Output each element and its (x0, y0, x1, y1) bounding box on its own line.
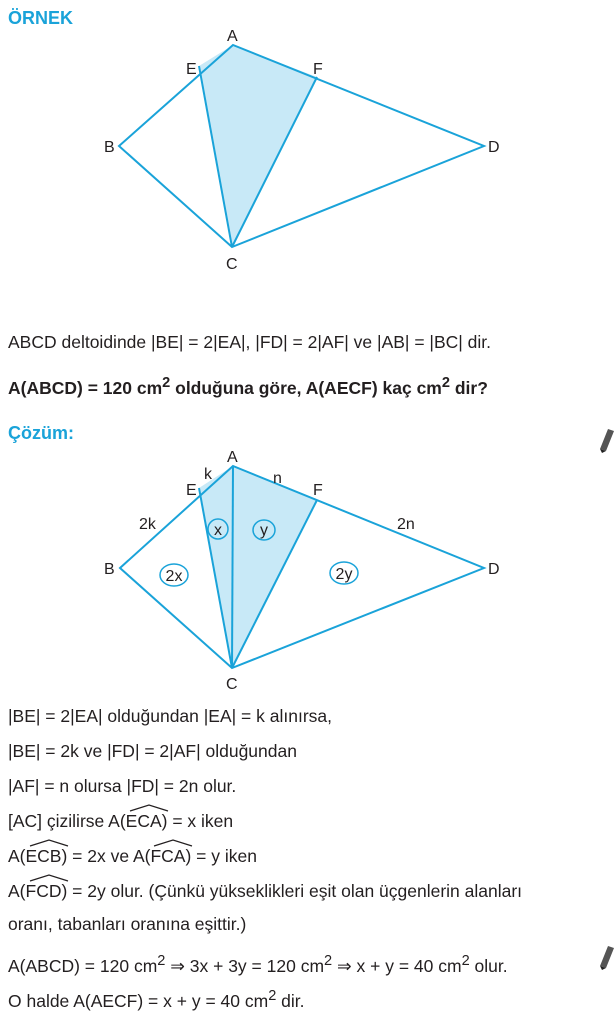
region-label-x: x (214, 522, 222, 539)
arc-notation: ECA (126, 804, 168, 831)
vertex-label-f: F (313, 61, 323, 78)
region-label-circle-2y (329, 561, 359, 585)
vertex-label-c: C (226, 676, 238, 693)
region-label-2y: 2y (336, 566, 353, 583)
region-label-circle-x (207, 518, 229, 540)
solution-line-9: O halde A(AECF) = x + y = 40 cm2 dir. (8, 988, 305, 1011)
region-label-circle-2x (159, 563, 189, 587)
solution-line-1: |BE| = 2|EA| olduğundan |EA| = k alınırs… (8, 706, 332, 726)
shaded-region-aecf (199, 466, 317, 668)
segment-ec (198, 487, 233, 669)
problem-statement: ABCD deltoidinde |BE| = 2|EA|, |FD| = 2|… (8, 332, 492, 352)
arc-hat-icon (154, 839, 193, 847)
arc-notation: ECB (26, 839, 68, 866)
arc-notation: FCD (26, 874, 68, 901)
vertex-label-f: F (313, 482, 323, 499)
arc-notation: FCA (150, 839, 193, 866)
solution-line-2: |BE| = 2k ve |FD| = 2|AF| olduğundan (8, 741, 297, 761)
vertex-label-a: A (227, 449, 238, 466)
vertex-label-e: E (186, 61, 197, 78)
vertex-label-d: D (488, 139, 500, 156)
arc-hat-icon (29, 874, 68, 882)
figure-kite-example: A E F B D C (104, 28, 500, 273)
segment-label-fd: 2n (397, 516, 415, 533)
solution-line-6: A(FCD) = 2y olur. (Çünkü yükseklikleri e… (8, 874, 522, 901)
problem-question: A(ABCD) = 120 cm2 olduğuna göre, A(AECF)… (8, 375, 488, 398)
segment-label-af: n (273, 470, 282, 487)
solution-line-5: A(ECB) = 2x ve A(FCA) = y iken (8, 839, 257, 866)
solution-line-7: oranı, tabanları oranına eşittir.) (8, 914, 247, 934)
shaded-region-aecf (199, 45, 317, 247)
region-label-y: y (260, 522, 268, 539)
vertex-label-a: A (227, 28, 238, 45)
segment-label-be: 2k (139, 516, 157, 533)
segment-fc (231, 76, 318, 248)
segment-fc (231, 499, 318, 669)
arc-hat-icon (129, 804, 168, 812)
vertex-label-b: B (104, 561, 115, 578)
example-heading: ÖRNEK (8, 8, 74, 28)
vertex-label-b: B (104, 139, 115, 156)
pencil-icon (600, 946, 614, 970)
segment-ec (198, 65, 233, 248)
region-label-2x: 2x (166, 568, 183, 585)
solution-heading: Çözüm: (8, 423, 74, 443)
region-label-circle-y (252, 519, 276, 541)
solution-line-8: A(ABCD) = 120 cm2 ⇒ 3x + 3y = 120 cm2 ⇒ … (8, 953, 508, 976)
solution-line-4: [AC] çizilirse A(ECA) = x iken (8, 804, 233, 831)
segment-label-ea: k (204, 466, 213, 483)
vertex-label-c: C (226, 256, 238, 273)
diagonal-ac (231, 465, 234, 669)
vertex-label-d: D (488, 561, 500, 578)
solution-line-3: |AF| = n olursa |FD| = 2n olur. (8, 776, 237, 796)
arc-hat-icon (29, 839, 68, 847)
vertex-label-e: E (186, 482, 197, 499)
pencil-icon (600, 429, 614, 453)
figure-kite-solution: A E F B D C k n 2k 2n x y 2x 2y (104, 449, 500, 693)
